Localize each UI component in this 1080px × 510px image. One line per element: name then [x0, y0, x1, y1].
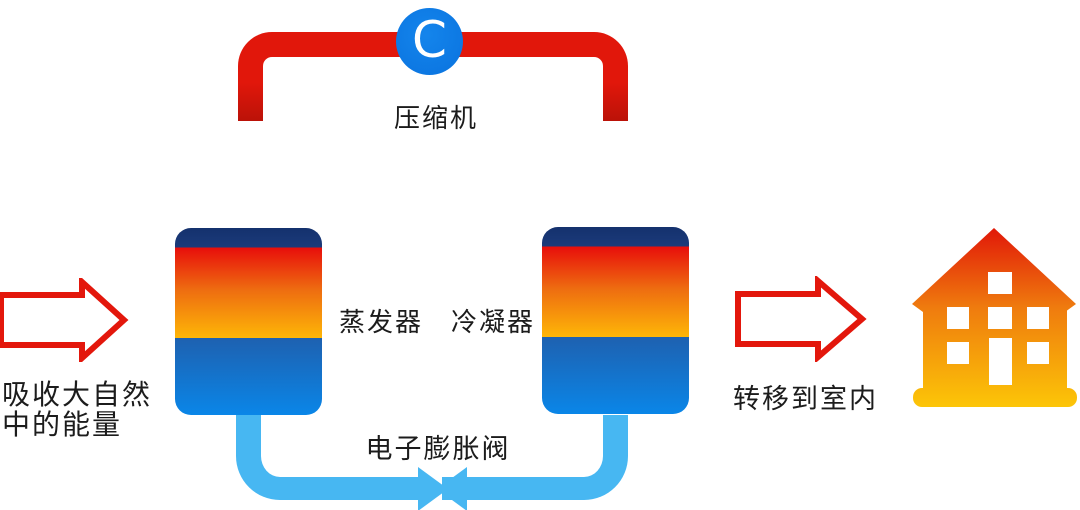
compressor-symbol: C [412, 11, 447, 69]
heat-out-arrow-icon [735, 276, 867, 362]
absorb-energy-line1: 吸收大自然 [2, 378, 153, 411]
expansion-valve-pipe-left [236, 415, 422, 500]
energy-in-arrow-icon [0, 278, 129, 362]
condenser-label: 冷凝器 [450, 308, 535, 338]
absorb-energy-line2: 中的能量 [2, 408, 123, 441]
house-icon [912, 228, 1077, 407]
condenser-block [542, 227, 689, 414]
valve-arrow-left-icon [437, 467, 467, 510]
expansion-valve-label: 电子膨胀阀 [365, 434, 511, 465]
compressor-label: 压缩机 [393, 104, 478, 134]
absorb-energy-label: 吸收大自然 中的能量 [2, 380, 152, 440]
compressor-pipe-left-leg-shade [238, 83, 263, 121]
evaporator-block [175, 228, 322, 415]
transfer-indoor-label: 转移到室内 [733, 384, 878, 415]
compressor-icon: C [396, 8, 463, 75]
evaporator-label: 蒸发器 [338, 308, 423, 338]
compressor-pipe-right-leg-shade [603, 83, 628, 121]
